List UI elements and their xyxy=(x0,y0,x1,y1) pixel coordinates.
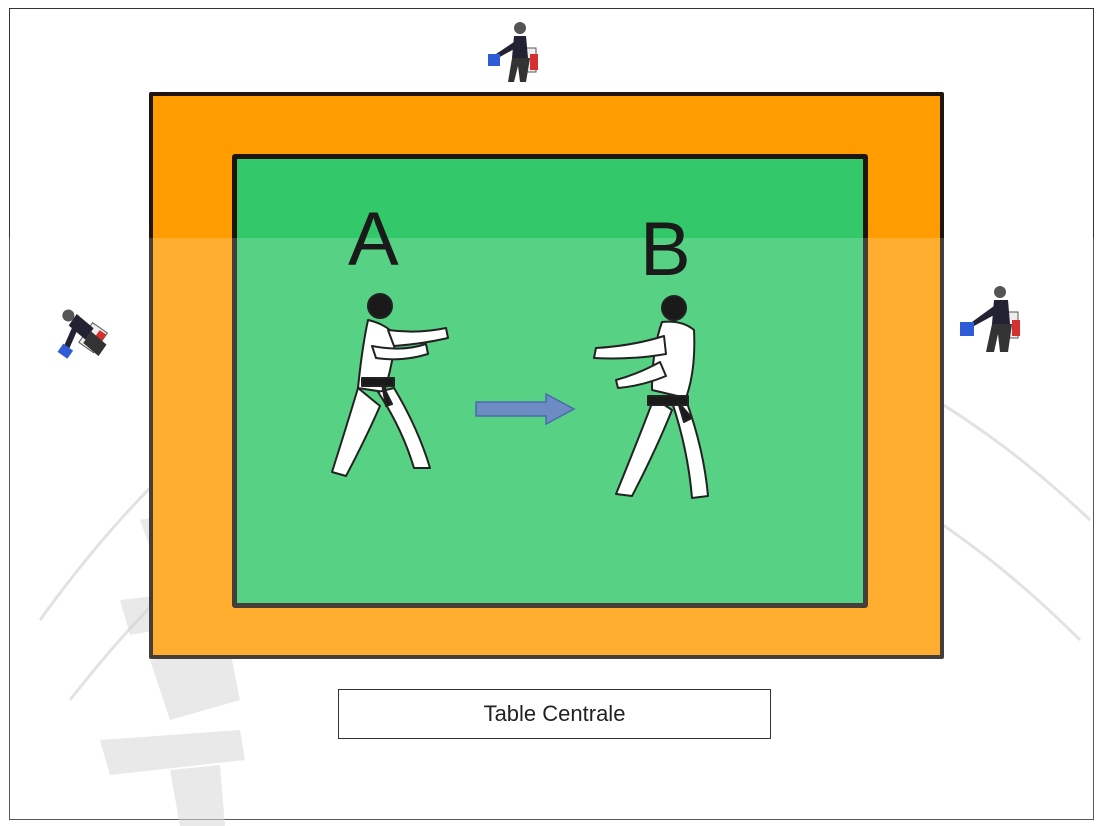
judge-left-icon xyxy=(44,300,124,370)
fighter-a-label: A xyxy=(348,202,399,278)
judge-top-icon xyxy=(486,18,548,88)
fighter-a-figure-icon xyxy=(322,288,462,488)
central-table-box: Table Centrale xyxy=(338,689,771,739)
central-table-label: Table Centrale xyxy=(484,701,626,727)
movement-arrow-icon xyxy=(474,392,578,426)
fighter-b-label: B xyxy=(640,212,691,288)
judge-right-icon xyxy=(958,282,1028,362)
fighter-b-figure-icon xyxy=(582,290,722,510)
